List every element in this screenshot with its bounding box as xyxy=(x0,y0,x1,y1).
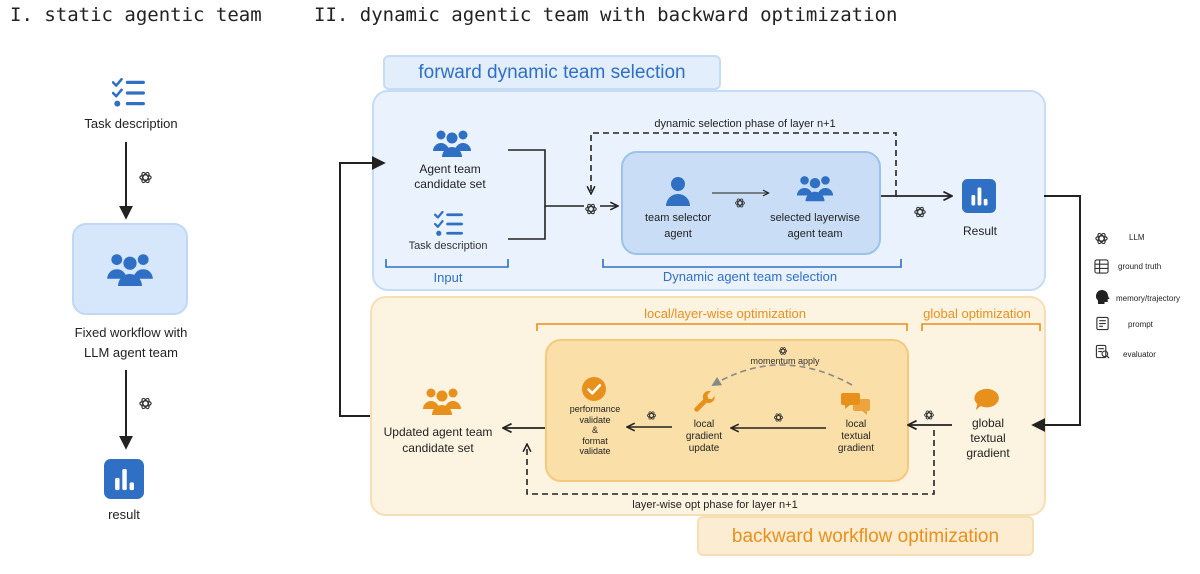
forward-task-label: Task description xyxy=(408,240,488,252)
result-chart-icon xyxy=(962,179,996,213)
selected-team-icon xyxy=(796,172,834,202)
agent-team-icon xyxy=(432,126,472,158)
global-line1: global xyxy=(971,416,1005,430)
dynamic-selection-label: Dynamic agent team selection xyxy=(662,269,838,284)
workflow-label-line2: LLM agent team xyxy=(84,345,178,360)
dynamic-team-heading: II. dynamic agentic team with backward o… xyxy=(314,4,898,26)
agent-team-label-line2: candidate set xyxy=(414,177,486,191)
table-icon xyxy=(1094,259,1109,274)
static-team-heading: I. static agentic team xyxy=(10,4,262,26)
grad-update-line2: gradient xyxy=(685,431,723,442)
llm-icon xyxy=(778,346,788,356)
local-optimization-box xyxy=(545,339,909,482)
workflow-label-line1: Fixed workflow with xyxy=(74,325,188,340)
updated-label-line1: Updated agent team xyxy=(383,425,493,439)
global-textual-gradient-label: global textual gradient xyxy=(952,416,1024,461)
gradient-update-label: local gradient update xyxy=(672,419,736,455)
global-line2: textual xyxy=(970,431,1006,445)
speech-bubble-icon xyxy=(974,388,1000,412)
backward-title: backward workflow optimization xyxy=(731,526,1000,547)
selected-label-line2: agent team xyxy=(787,228,843,240)
evaluator-icon xyxy=(1095,344,1110,359)
perf-line1: performance xyxy=(569,404,621,414)
llm-icon xyxy=(923,409,935,421)
grad-update-line1: local xyxy=(693,419,715,430)
fixed-workflow-box xyxy=(72,223,188,315)
selector-agent-icon xyxy=(666,176,690,206)
llm-icon xyxy=(734,197,746,209)
task-list-icon xyxy=(112,78,146,108)
static-result-label: result xyxy=(108,507,140,522)
updated-team-icon xyxy=(422,384,462,416)
local-text-line2: textual xyxy=(841,431,871,442)
llm-icon xyxy=(913,205,927,219)
selector-label-line1: team selector xyxy=(644,212,712,224)
head-icon xyxy=(1094,289,1110,305)
perf-line4: format xyxy=(582,435,608,446)
perf-line5: validate xyxy=(579,446,611,456)
legend-memory: memory/trajectory xyxy=(1116,294,1181,303)
backward-title-box xyxy=(697,516,1034,556)
legend-evaluator: evaluator xyxy=(1123,350,1156,359)
chat-icon xyxy=(841,390,871,416)
input-label: Input xyxy=(433,270,463,285)
selector-label-line2: agent xyxy=(664,228,692,240)
llm-icon xyxy=(584,202,598,216)
local-text-line3: gradient xyxy=(837,443,875,454)
local-text-line1: local xyxy=(845,419,867,430)
momentum-label: momentum apply xyxy=(750,356,820,366)
local-textual-gradient-label: local textual gradient xyxy=(826,419,886,455)
performance-validate-label: performance validate & format validate xyxy=(558,404,632,457)
llm-icon xyxy=(1094,231,1109,246)
result-chart-icon xyxy=(104,459,144,499)
selected-label-line1: selected layerwise xyxy=(770,212,860,224)
dynamic-selection-box xyxy=(621,151,881,255)
updated-label-line2: candidate set xyxy=(402,441,474,455)
check-icon xyxy=(582,377,606,401)
forward-result-label: Result xyxy=(962,224,997,238)
legend-ground-truth: ground truth xyxy=(1118,262,1162,271)
grad-update-line3: update xyxy=(688,443,720,454)
forward-title: forward dynamic team selection xyxy=(418,62,686,83)
document-icon xyxy=(1095,316,1110,331)
perf-line2: validate xyxy=(579,414,611,425)
llm-icon xyxy=(773,412,784,423)
static-task-label: Task description xyxy=(84,116,178,131)
global-line3: gradient xyxy=(966,446,1010,460)
task-list-icon xyxy=(434,211,464,237)
legend-llm: LLM xyxy=(1129,233,1145,242)
perf-line3: & xyxy=(591,425,598,435)
forward-title-box xyxy=(383,55,721,90)
legend-prompt: prompt xyxy=(1128,320,1153,329)
global-optimization-label: global optimization xyxy=(923,306,1031,321)
llm-icon xyxy=(138,396,153,411)
llm-icon xyxy=(646,410,657,421)
llm-icon xyxy=(138,170,153,185)
layer-phase-label: layer-wise opt phase for layer n+1 xyxy=(632,499,798,511)
wrench-icon xyxy=(692,390,718,416)
agent-team-label-line1: Agent team xyxy=(419,162,481,176)
agent-team-icon xyxy=(106,250,154,286)
dynamic-phase-label: dynamic selection phase of layer n+1 xyxy=(654,118,836,130)
local-optimization-label: local/layer-wise optimization xyxy=(644,306,806,321)
